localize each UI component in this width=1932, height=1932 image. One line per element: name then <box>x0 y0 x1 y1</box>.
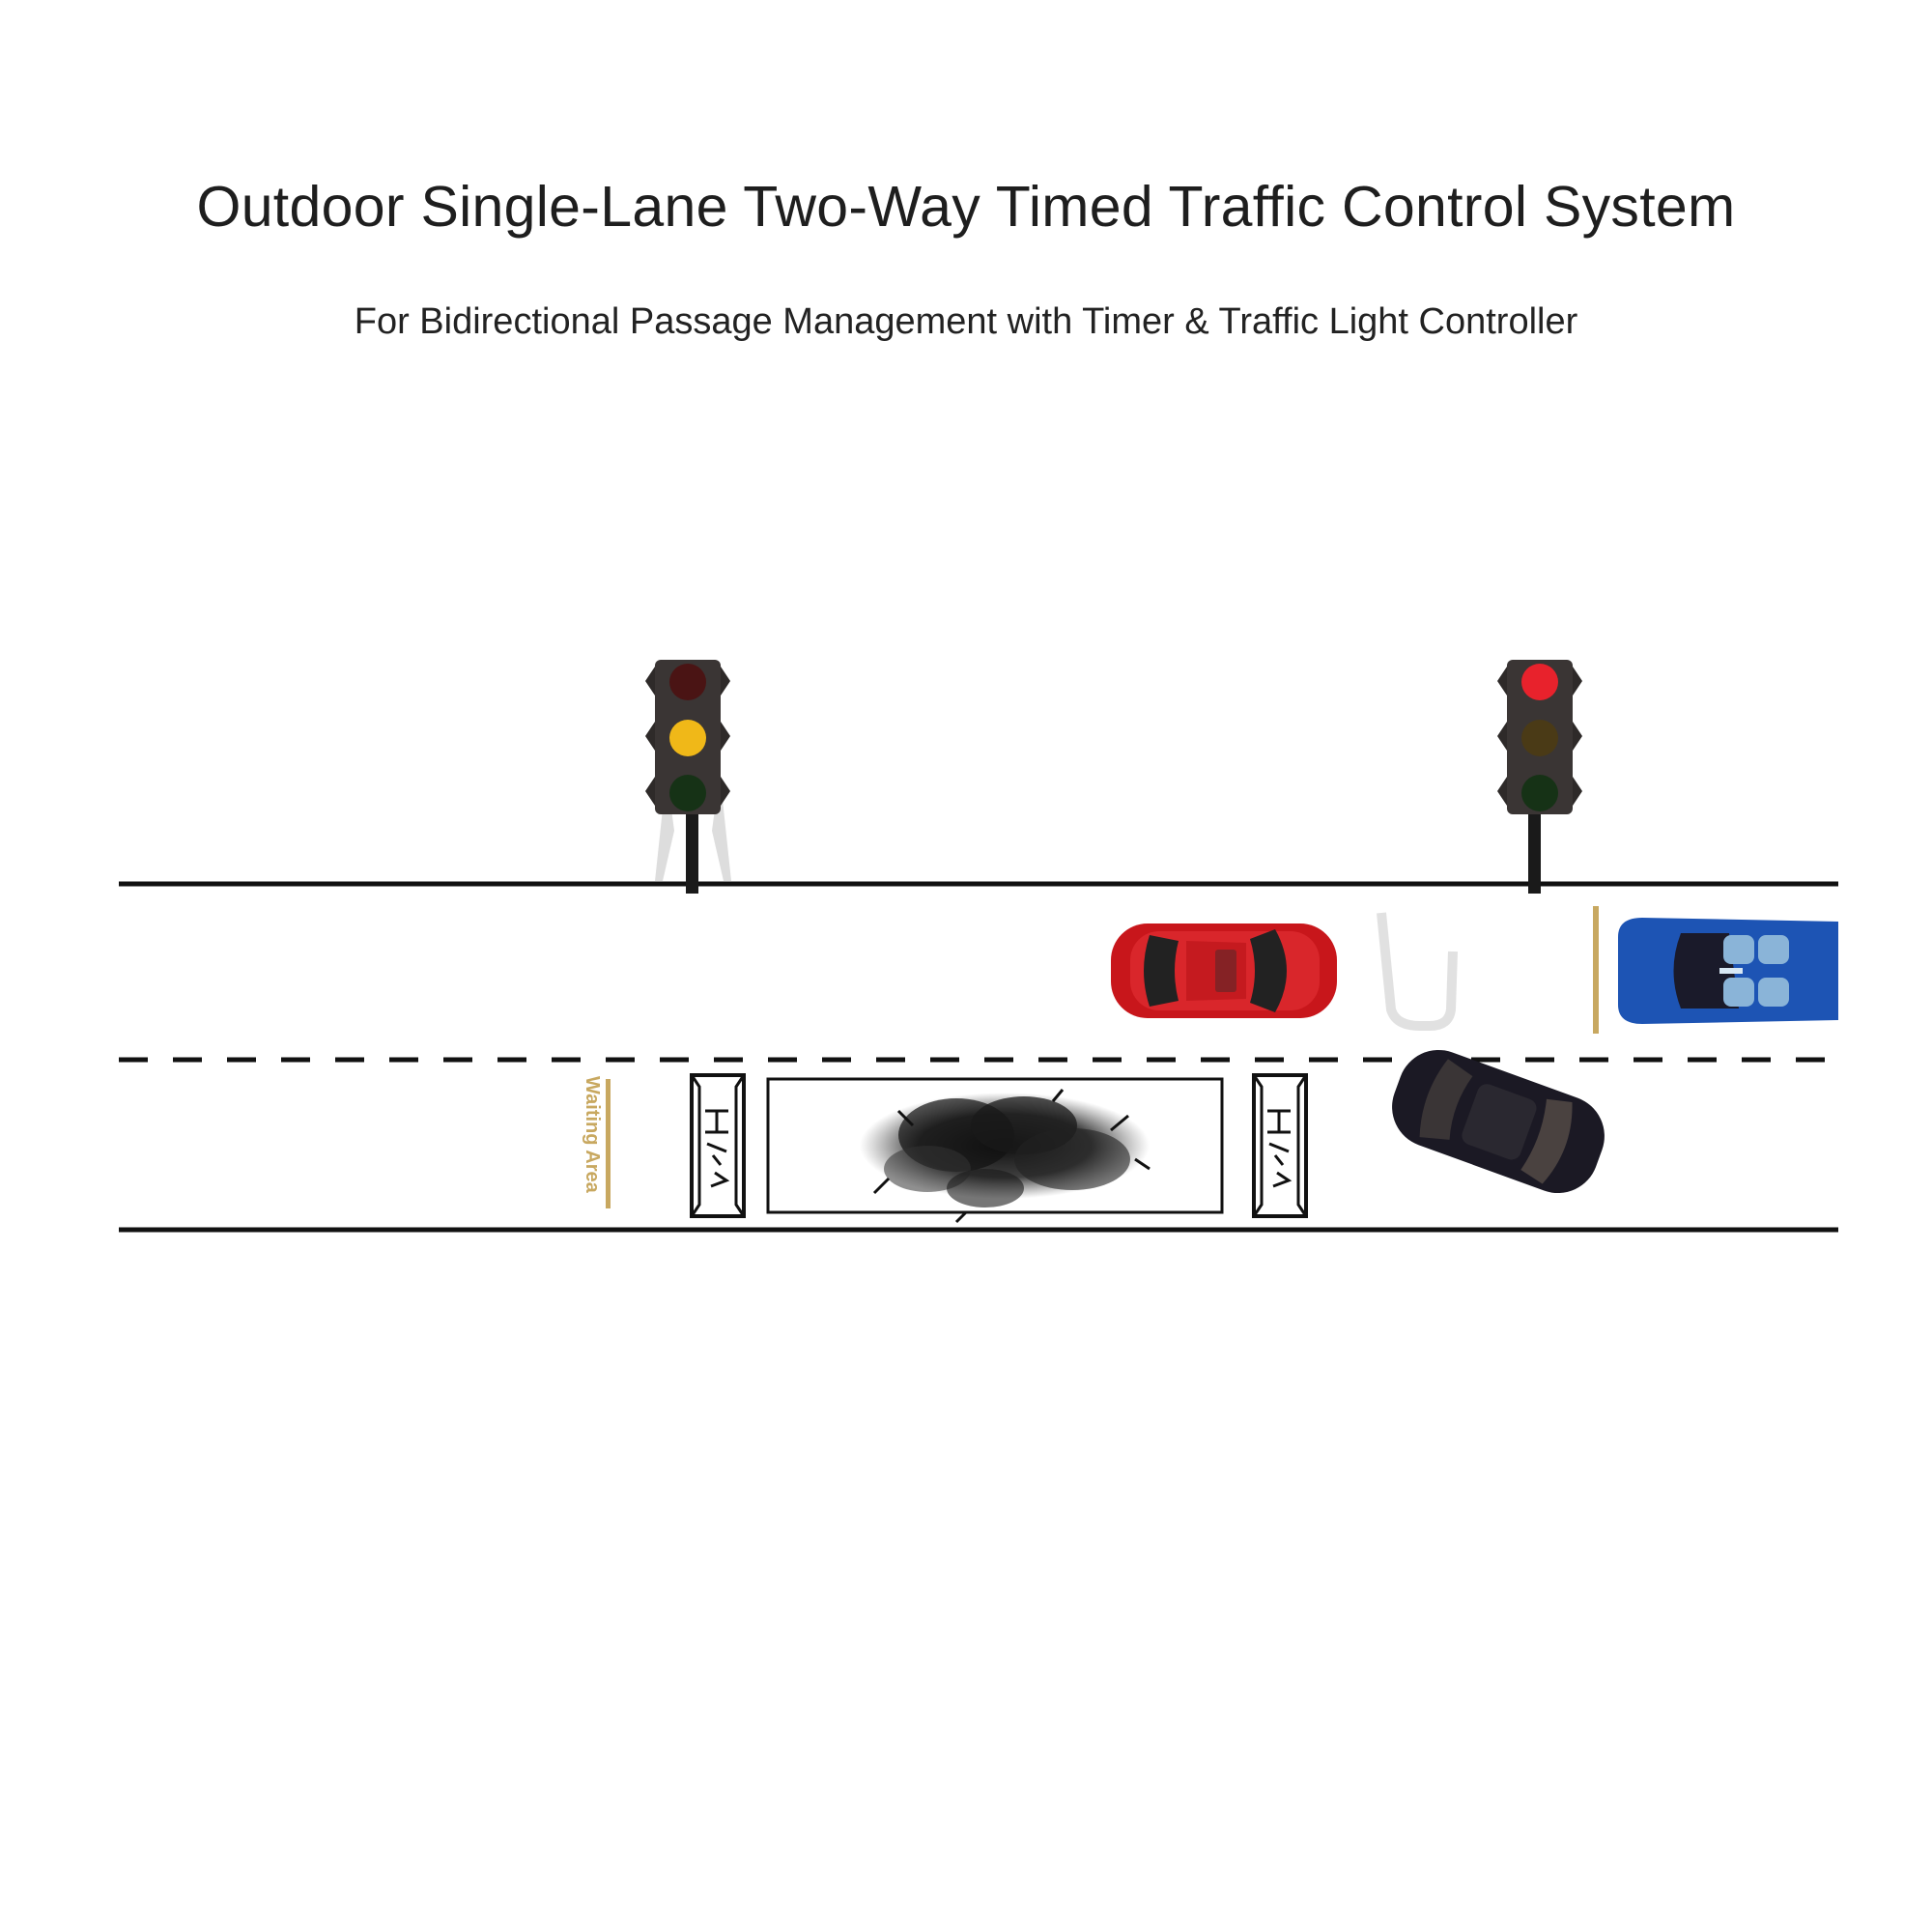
barrier-left <box>690 1073 746 1218</box>
waiting-area-line <box>606 1079 611 1208</box>
stop-line-marker <box>1593 906 1599 1034</box>
traffic-light-right <box>1497 660 1582 894</box>
page-subtitle: For Bidirectional Passage Management wit… <box>354 301 1578 342</box>
waiting-area-label: Waiting Area <box>582 1076 603 1194</box>
page-title: Outdoor Single-Lane Two-Way Timed Traffi… <box>196 175 1736 239</box>
visor-right-icon <box>1573 667 1582 806</box>
yellow-lamp-on <box>669 720 706 756</box>
debris-pile-icon <box>860 1089 1151 1224</box>
yellow-lamp-off <box>1521 720 1558 756</box>
blue-car-icon <box>1618 918 1838 1024</box>
red-car-icon <box>1111 923 1337 1018</box>
worker-sign-icon <box>705 1109 730 1188</box>
pole-shadow-icon <box>655 773 731 881</box>
visor-left-icon <box>645 667 655 806</box>
traffic-light-pole <box>1528 811 1541 894</box>
green-lamp-off <box>669 775 706 811</box>
red-lamp-off <box>669 664 706 700</box>
visor-left-icon <box>1497 667 1507 806</box>
traffic-light-left <box>645 660 731 894</box>
ghost-marker-icon <box>1377 912 1458 1031</box>
waiting-area: Waiting Area <box>582 1076 611 1208</box>
traffic-light-pole <box>686 811 698 894</box>
barrier-right <box>1252 1073 1308 1218</box>
road <box>119 881 1838 1233</box>
red-lamp-on <box>1521 664 1558 700</box>
green-lamp-off <box>1521 775 1558 811</box>
visor-right-icon <box>721 667 730 806</box>
worker-sign-icon <box>1267 1109 1293 1188</box>
work-zone <box>766 1077 1224 1224</box>
black-car-icon <box>1392 1049 1605 1194</box>
